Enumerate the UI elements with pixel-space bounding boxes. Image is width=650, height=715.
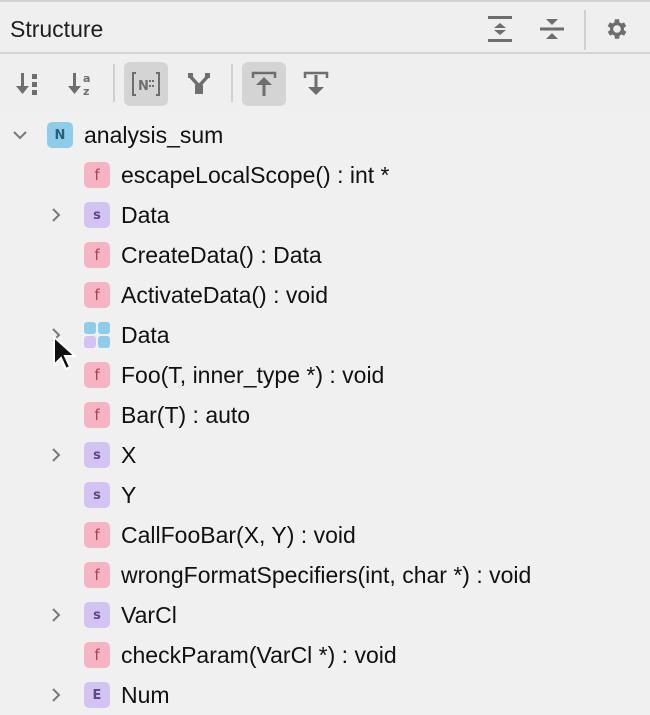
- tree-node-label: analysis_sum: [84, 122, 224, 148]
- settings-button[interactable]: [598, 10, 636, 48]
- divider: [231, 64, 233, 102]
- union-icon: [84, 322, 110, 348]
- sort-alphabetically-icon: a z: [68, 72, 90, 98]
- function-icon: f: [84, 282, 110, 308]
- tree-node-label: VarCl: [121, 602, 177, 628]
- tree-node-function[interactable]: f wrongFormatSpecifiers(int, char *) : v…: [0, 555, 650, 595]
- sort-by-visibility-icon: [16, 73, 37, 95]
- autoscroll-from-source-icon: [303, 71, 329, 95]
- tree-node-label: X: [121, 442, 137, 468]
- chevron-right-icon[interactable]: [46, 445, 66, 465]
- struct-icon: s: [84, 442, 110, 468]
- tree-node-label: escapeLocalScope() : int *: [121, 162, 390, 188]
- tree-node-enum[interactable]: E Num: [0, 675, 650, 715]
- tree-node-label: Num: [121, 682, 170, 708]
- svg-text:z: z: [83, 85, 89, 98]
- tree-node-label: CallFooBar(X, Y) : void: [121, 522, 356, 548]
- function-icon: f: [84, 522, 110, 548]
- svg-text:N: N: [138, 79, 149, 94]
- tree-node-function[interactable]: f ActivateData() : void: [0, 275, 650, 315]
- tree-node-struct[interactable]: s Data: [0, 195, 650, 235]
- autoscroll-to-source-button[interactable]: [242, 62, 286, 106]
- divider: [584, 10, 586, 50]
- divider: [113, 64, 115, 102]
- tree-node-label: Data: [121, 202, 170, 228]
- sort-alphabetically-button[interactable]: a z: [58, 62, 102, 106]
- mouse-cursor-icon: [53, 335, 78, 371]
- function-icon: f: [84, 562, 110, 588]
- group-by-inheritance-icon: [188, 73, 210, 94]
- function-icon: f: [84, 402, 110, 428]
- function-icon: f: [84, 162, 110, 188]
- tree-node-function[interactable]: f escapeLocalScope() : int *: [0, 155, 650, 195]
- tree-node-function[interactable]: f CreateData() : Data: [0, 235, 650, 275]
- tree-node-union[interactable]: Data: [0, 315, 650, 355]
- autoscroll-to-source-icon: [251, 71, 277, 96]
- tree-node-struct[interactable]: s VarCl: [0, 595, 650, 635]
- tree-node-function[interactable]: f Bar(T) : auto: [0, 395, 650, 435]
- tree-node-label: wrongFormatSpecifiers(int, char *) : voi…: [121, 562, 532, 588]
- namespace-icon: N: [47, 122, 73, 148]
- show-namespaces-icon: N: [132, 72, 160, 96]
- tree-node-label: Bar(T) : auto: [121, 402, 251, 428]
- tree-node-label: Foo(T, inner_type *) : void: [121, 362, 385, 388]
- tree-node-function[interactable]: f CallFooBar(X, Y) : void: [0, 515, 650, 555]
- tree-node-namespace[interactable]: N analysis_sum: [0, 115, 650, 155]
- chevron-right-icon[interactable]: [46, 205, 66, 225]
- chevron-right-icon[interactable]: [46, 685, 66, 705]
- expand-all-button[interactable]: [481, 10, 519, 48]
- show-namespaces-button[interactable]: N: [124, 62, 168, 106]
- chevron-down-icon[interactable]: [10, 125, 30, 145]
- gear-icon: [607, 19, 627, 39]
- tree-node-struct[interactable]: s Y: [0, 475, 650, 515]
- expand-all-icon: [488, 16, 512, 42]
- autoscroll-from-source-button[interactable]: [294, 62, 338, 106]
- enum-icon: E: [84, 682, 110, 708]
- tree-node-label: ActivateData() : void: [121, 282, 329, 308]
- function-icon: f: [84, 642, 110, 668]
- tree-node-label: checkParam(VarCl *) : void: [121, 642, 397, 668]
- tree-node-label: Y: [121, 482, 137, 508]
- tree-node-function[interactable]: f checkParam(VarCl *) : void: [0, 635, 650, 675]
- tree-node-struct[interactable]: s X: [0, 435, 650, 475]
- tool-window-header: Structure: [0, 0, 650, 54]
- tree-node-label: Data: [121, 322, 170, 348]
- collapse-all-icon: [540, 19, 564, 39]
- struct-icon: s: [84, 202, 110, 228]
- tree-node-function[interactable]: f Foo(T, inner_type *) : void: [0, 355, 650, 395]
- tool-window-title: Structure: [10, 16, 104, 42]
- group-by-inheritance-button[interactable]: [177, 62, 221, 106]
- sort-by-visibility-button[interactable]: [5, 62, 49, 106]
- structure-toolbar: a z N: [0, 54, 650, 110]
- tree-node-label: CreateData() : Data: [121, 242, 322, 268]
- struct-icon: s: [84, 602, 110, 628]
- svg-text:a: a: [83, 72, 90, 85]
- function-icon: f: [84, 362, 110, 388]
- chevron-right-icon[interactable]: [46, 605, 66, 625]
- struct-icon: s: [84, 482, 110, 508]
- function-icon: f: [84, 242, 110, 268]
- collapse-all-button[interactable]: [533, 10, 571, 48]
